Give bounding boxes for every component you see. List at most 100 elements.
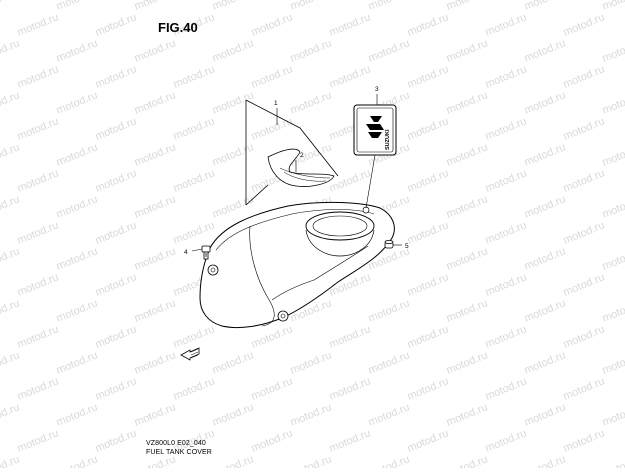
watermark-text: motod.ru	[133, 89, 178, 116]
watermark-text: motod.ru	[406, 323, 451, 350]
watermark-text: motod.ru	[172, 323, 217, 350]
watermark-text: motod.ru	[445, 349, 490, 376]
watermark-text: motod.ru	[94, 167, 139, 194]
watermark-text: motod.ru	[0, 141, 21, 168]
watermark-text: motod.ru	[523, 349, 568, 376]
watermark-text: motod.ru	[601, 401, 625, 428]
watermark-text: motod.ru	[445, 89, 490, 116]
watermark-text: motod.ru	[55, 453, 100, 468]
callout-4: 4	[184, 249, 188, 256]
watermark-text: motod.ru	[0, 37, 21, 64]
watermark-text: motod.ru	[562, 375, 607, 402]
watermark-text: motod.ru	[16, 167, 61, 194]
watermark-text: motod.ru	[133, 0, 178, 13]
watermark-text: motod.ru	[523, 401, 568, 428]
watermark-text: motod.ru	[16, 375, 61, 402]
watermark-text: motod.ru	[523, 297, 568, 324]
watermark-text: motod.ru	[445, 401, 490, 428]
watermark-text: motod.ru	[211, 453, 256, 468]
watermark-text: motod.ru	[16, 323, 61, 350]
watermark-text: motod.ru	[406, 427, 451, 454]
watermark-text: motod.ru	[562, 115, 607, 142]
watermark-text: motod.ru	[406, 271, 451, 298]
watermark-text: motod.ru	[133, 349, 178, 376]
watermark-text: motod.ru	[328, 11, 373, 38]
watermark-text: motod.ru	[16, 219, 61, 246]
watermark-text: motod.ru	[289, 0, 334, 13]
watermark-text: motod.ru	[601, 89, 625, 116]
watermark-text: motod.ru	[172, 115, 217, 142]
watermark-text: motod.ru	[172, 167, 217, 194]
emblem-brand-text: SUZUKI	[385, 129, 391, 150]
watermark-text: motod.ru	[328, 323, 373, 350]
watermark-text: motod.ru	[172, 375, 217, 402]
watermark-text: motod.ru	[328, 427, 373, 454]
watermark-text: motod.ru	[484, 115, 529, 142]
watermark-text: motod.ru	[55, 141, 100, 168]
watermark-text: motod.ru	[406, 63, 451, 90]
watermark-text: motod.ru	[211, 193, 256, 220]
watermark-text: motod.ru	[211, 349, 256, 376]
watermark-text: motod.ru	[172, 63, 217, 90]
watermark-text: motod.ru	[211, 141, 256, 168]
watermark-text: motod.ru	[16, 427, 61, 454]
watermark-text: motod.ru	[55, 89, 100, 116]
watermark-text: motod.ru	[0, 349, 21, 376]
watermark-text: motod.ru	[94, 63, 139, 90]
watermark-text: motod.ru	[367, 401, 412, 428]
watermark-text: motod.ru	[55, 297, 100, 324]
watermark-text: motod.ru	[250, 375, 295, 402]
watermark-text: motod.ru	[523, 0, 568, 13]
watermark-text: motod.ru	[211, 89, 256, 116]
watermark-text: motod.ru	[445, 0, 490, 13]
watermark-text: motod.ru	[16, 11, 61, 38]
suzuki-s-logo-icon	[366, 116, 384, 138]
watermark-text: motod.ru	[250, 323, 295, 350]
watermark-text: motod.ru	[250, 115, 295, 142]
watermark-text: motod.ru	[562, 11, 607, 38]
watermark-text: motod.ru	[172, 219, 217, 246]
watermark-text: motod.ru	[406, 167, 451, 194]
watermark-text: motod.ru	[211, 401, 256, 428]
watermark-text: motod.ru	[601, 453, 625, 468]
watermark-text: motod.ru	[328, 63, 373, 90]
part-3-suzuki-emblem: SUZUKI	[353, 104, 397, 156]
callout-5: 5	[405, 243, 409, 250]
watermark-text: motod.ru	[445, 37, 490, 64]
watermark-text: motod.ru	[55, 193, 100, 220]
figure-caption-code: VZ800L0 E02_040	[146, 440, 206, 447]
watermark-text: motod.ru	[55, 349, 100, 376]
watermark-text: motod.ru	[250, 427, 295, 454]
watermark-text: motod.ru	[289, 89, 334, 116]
watermark-text: motod.ru	[55, 0, 100, 13]
watermark-text: motod.ru	[562, 427, 607, 454]
watermark-text: motod.ru	[133, 193, 178, 220]
part-5-grommet	[384, 239, 394, 249]
part-1-decal-sheet	[245, 99, 339, 206]
watermark-text: motod.ru	[211, 0, 256, 13]
watermark-text: motod.ru	[55, 401, 100, 428]
watermark-text: motod.ru	[562, 219, 607, 246]
watermark-text: motod.ru	[523, 37, 568, 64]
watermark-text: motod.ru	[250, 11, 295, 38]
figure-caption-name: FUEL TANK COVER	[146, 449, 212, 456]
watermark-text: motod.ru	[601, 245, 625, 272]
figure-title: FIG.40	[158, 20, 198, 35]
leader-lines	[191, 94, 402, 252]
watermark-text: motod.ru	[0, 453, 21, 468]
watermark-text: motod.ru	[445, 453, 490, 468]
watermark-text: motod.ru	[445, 245, 490, 272]
watermark-text: motod.ru	[562, 63, 607, 90]
callout-2: 2	[300, 152, 304, 159]
watermark-text: motod.ru	[601, 349, 625, 376]
watermark-text: motod.ru	[523, 245, 568, 272]
watermark-text: motod.ru	[601, 193, 625, 220]
watermark-text: motod.ru	[445, 141, 490, 168]
watermark-text: motod.ru	[367, 349, 412, 376]
watermark-text: motod.ru	[16, 115, 61, 142]
watermark-text: motod.ru	[0, 89, 21, 116]
watermark-text: motod.ru	[16, 63, 61, 90]
watermark-text: motod.ru	[289, 349, 334, 376]
callout-1: 1	[274, 100, 278, 107]
